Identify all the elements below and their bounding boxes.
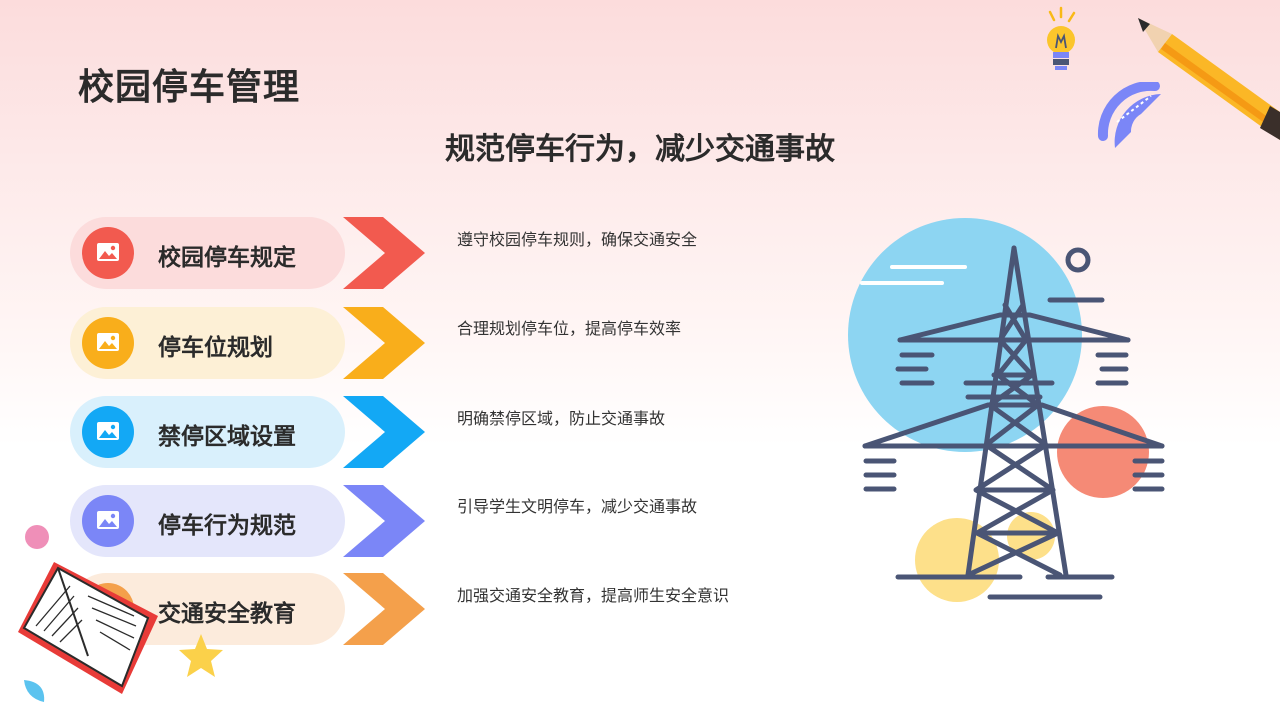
item-icon-circle xyxy=(82,406,134,458)
leaf-decoration xyxy=(24,680,45,702)
item-icon-circle xyxy=(82,317,134,369)
list-item-no-parking-zones[interactable]: 禁停区域设置 xyxy=(70,396,440,468)
list-item-space-planning[interactable]: 停车位规划 xyxy=(70,307,440,379)
chevron-right-icon xyxy=(343,396,425,468)
item-label: 停车位规划 xyxy=(158,335,273,361)
item-description: 引导学生文明停车，减少交通事故 xyxy=(457,497,698,516)
star-icon xyxy=(179,634,223,677)
item-label: 校园停车规定 xyxy=(158,245,296,271)
image-icon xyxy=(97,422,119,440)
image-icon xyxy=(97,333,119,351)
lightbulb-icon xyxy=(1047,6,1076,70)
item-description: 遵守校园停车规则，确保交通安全 xyxy=(457,230,698,249)
item-label: 禁停区域设置 xyxy=(158,424,296,450)
chevron-right-icon xyxy=(343,307,425,379)
item-label: 停车行为规范 xyxy=(158,513,296,539)
page-subtitle: 规范停车行为，减少交通事故 xyxy=(0,124,1280,168)
page-title: 校园停车管理 xyxy=(78,67,301,108)
subtitle-text: 规范停车行为，减少交通事故 xyxy=(445,132,835,167)
pencil-icon xyxy=(1138,18,1280,140)
item-description: 合理规划停车位，提高停车效率 xyxy=(457,319,682,338)
list-item-parking-behavior[interactable]: 停车行为规范 xyxy=(70,485,440,557)
chevron-right-icon xyxy=(343,217,425,289)
protractor-icon xyxy=(1097,82,1161,148)
item-description: 加强交通安全教育，提高师生安全意识 xyxy=(457,586,730,605)
item-icon-circle xyxy=(82,495,134,547)
item-description: 明确禁停区域，防止交通事故 xyxy=(457,409,666,428)
image-icon xyxy=(97,243,119,261)
open-book-icon xyxy=(18,562,158,694)
list-item-parking-rules[interactable]: 校园停车规定 xyxy=(70,217,440,289)
item-icon-circle xyxy=(82,227,134,279)
image-icon xyxy=(97,511,119,529)
chevron-right-icon xyxy=(343,573,425,645)
pink-dot-decoration xyxy=(25,525,49,549)
chevron-right-icon xyxy=(343,485,425,557)
power-tower-illustration xyxy=(848,218,1165,602)
item-label: 交通安全教育 xyxy=(158,601,296,627)
